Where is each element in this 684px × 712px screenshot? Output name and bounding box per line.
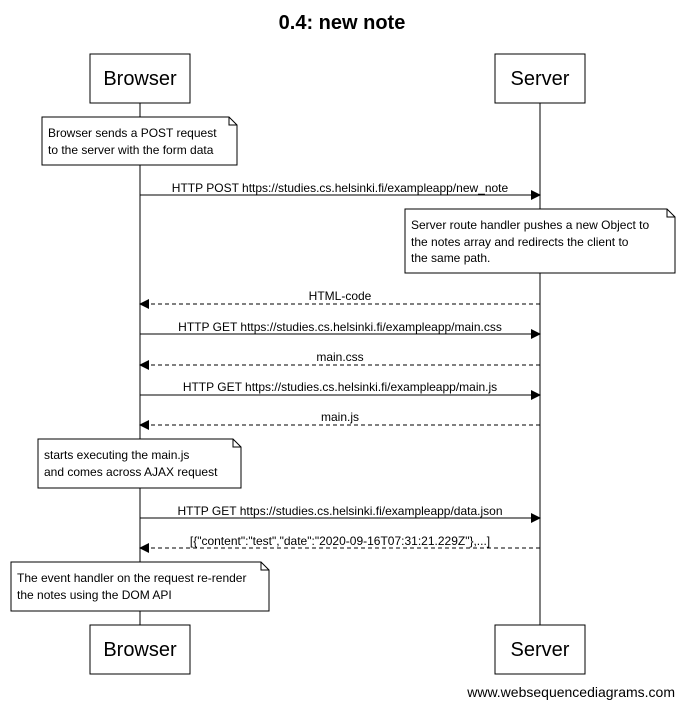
note-line: to the server with the form data xyxy=(48,143,214,157)
note-line: Server route handler pushes a new Object… xyxy=(411,218,649,232)
message-get-main-js: HTTP GET https://studies.cs.helsinki.fi/… xyxy=(140,380,541,400)
message-label: main.css xyxy=(316,350,363,364)
message-get-main-css: HTTP GET https://studies.cs.helsinki.fi/… xyxy=(140,320,541,339)
note-line: The event handler on the request re-rend… xyxy=(17,571,246,585)
actor-browser-top: Browser xyxy=(89,53,191,104)
actor-label: Server xyxy=(511,68,570,90)
note-line: and comes across AJAX request xyxy=(44,465,218,479)
message-post-new-note: HTTP POST https://studies.cs.helsinki.fi… xyxy=(140,181,541,200)
diagram-title: 0.4: new note xyxy=(279,12,406,34)
message-get-data-json: HTTP GET https://studies.cs.helsinki.fi/… xyxy=(140,504,541,523)
note-line: the notes array and redirects the client… xyxy=(411,235,629,249)
actor-browser-bottom: Browser xyxy=(89,624,191,675)
note-line: the notes using the DOM API xyxy=(17,588,172,602)
note-line: the same path. xyxy=(411,251,490,265)
note-browser-exec: starts executing the main.js and comes a… xyxy=(37,438,242,489)
note-browser-render: The event handler on the request re-rend… xyxy=(10,561,270,612)
note-line: Browser sends a POST request xyxy=(48,126,217,140)
actor-server-top: Server xyxy=(494,53,586,104)
actor-server-bottom: Server xyxy=(494,624,586,675)
actor-label: Server xyxy=(511,639,570,661)
message-data-json: [{"content":"test","date":"2020-09-16T07… xyxy=(139,534,540,553)
note-server-handler: Server route handler pushes a new Object… xyxy=(404,208,676,274)
message-label: [{"content":"test","date":"2020-09-16T07… xyxy=(190,534,490,548)
message-label: main.js xyxy=(321,410,359,424)
message-html-code: HTML-code xyxy=(139,289,540,309)
actor-label: Browser xyxy=(103,68,177,90)
watermark-text: www.websequencediagrams.com xyxy=(466,684,675,700)
message-label: HTTP POST https://studies.cs.helsinki.fi… xyxy=(172,181,509,195)
note-browser-post: Browser sends a POST request to the serv… xyxy=(41,116,238,166)
message-label: HTTP GET https://studies.cs.helsinki.fi/… xyxy=(178,320,502,334)
message-label: HTTP GET https://studies.cs.helsinki.fi/… xyxy=(177,504,502,518)
message-main-css: main.css xyxy=(139,350,540,370)
message-main-js: main.js xyxy=(139,410,540,430)
note-line: starts executing the main.js xyxy=(44,448,189,462)
message-label: HTML-code xyxy=(309,289,372,303)
message-label: HTTP GET https://studies.cs.helsinki.fi/… xyxy=(183,380,497,394)
actor-label: Browser xyxy=(103,639,177,661)
